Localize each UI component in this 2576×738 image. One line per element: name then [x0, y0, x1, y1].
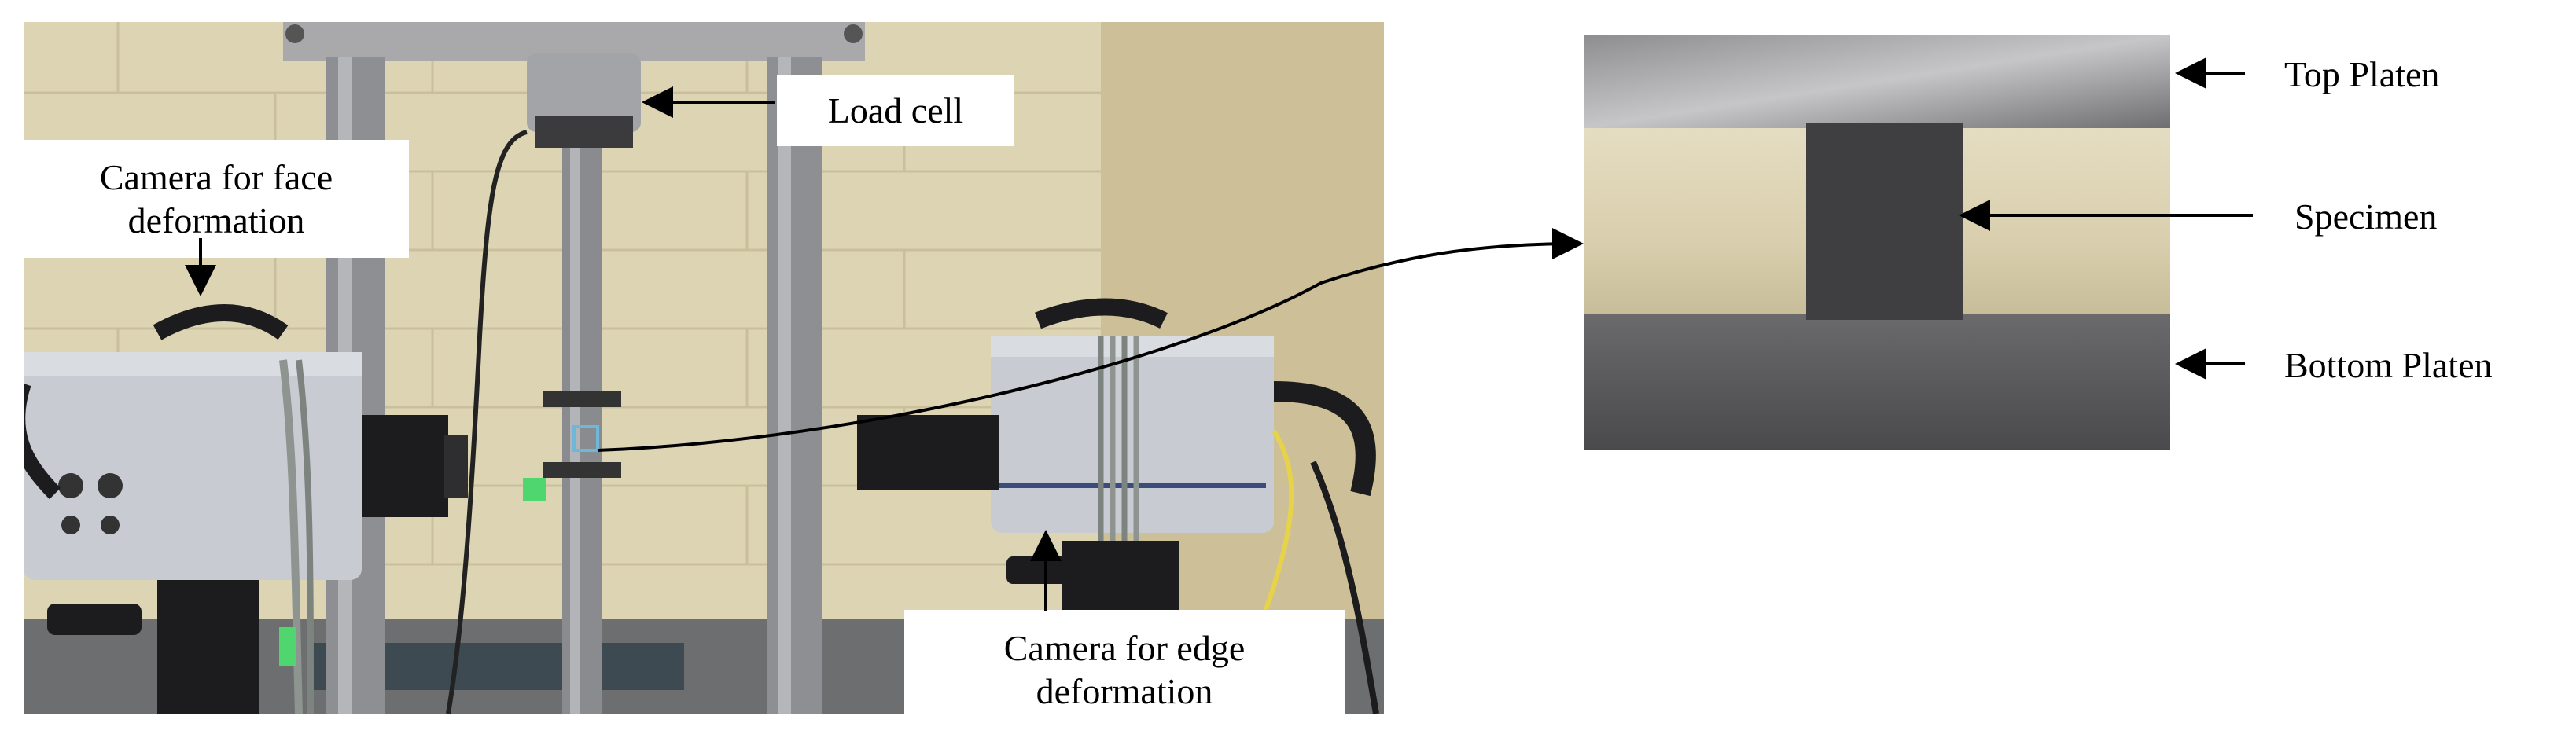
edge-camera-label: Camera for edge deformation	[904, 610, 1345, 714]
specimen-closeup	[1584, 35, 2170, 450]
face-camera-lens	[362, 415, 448, 517]
top-platen-label: Top Platen	[2284, 54, 2440, 94]
specimen-label: Specimen	[2294, 196, 2438, 237]
tag	[523, 478, 546, 501]
specimen-closeup-drawing	[1584, 35, 2170, 450]
test-setup-photo: Load cell Camera for face deformation Ca…	[24, 22, 1384, 714]
bottom-platen	[1584, 314, 2170, 450]
edge-camera-lens	[857, 415, 999, 490]
load-rod	[562, 148, 602, 714]
face-camera	[24, 304, 468, 714]
top-platen	[1584, 35, 2170, 128]
bottom-platen-label: Bottom Platen	[2284, 345, 2493, 385]
photo-arrows	[185, 86, 1062, 611]
frame-column-right	[767, 57, 822, 714]
face-camera-label: Camera for face deformation	[24, 140, 409, 258]
face-camera-tripod	[157, 580, 259, 714]
load-cell	[527, 53, 641, 132]
load-cell-label: Load cell	[777, 75, 1014, 146]
specimen-highlight-box	[572, 425, 599, 452]
specimen	[1806, 123, 1963, 320]
